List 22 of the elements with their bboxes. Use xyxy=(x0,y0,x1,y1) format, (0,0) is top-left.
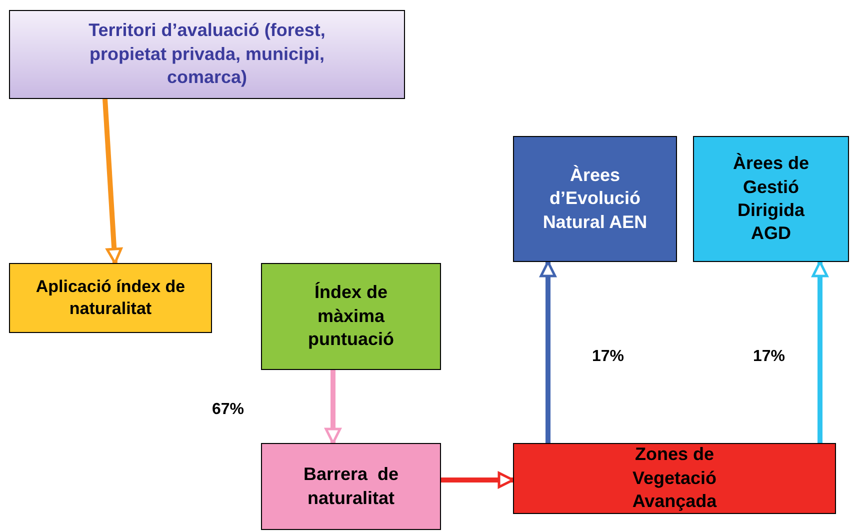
process-box xyxy=(9,263,212,333)
process-box xyxy=(9,10,405,99)
arrow xyxy=(812,260,828,443)
percentage-label: 67% xyxy=(212,400,244,420)
node-text: Àrees de Gestió Dirigida AGD xyxy=(732,152,810,246)
node-text: Àrees d’Evolució Natural AEN xyxy=(542,164,648,234)
process-box xyxy=(513,443,836,514)
node-text: Barrera de naturalitat xyxy=(302,463,400,510)
percentage-label: 17% xyxy=(753,347,786,367)
process-box xyxy=(261,263,441,370)
arrow xyxy=(102,98,122,264)
node-text: Índex de màxima puntuació xyxy=(307,281,395,352)
node-text: Territori d’avaluació (forest, propietat privada, municipi, comarca) xyxy=(88,19,326,90)
process-box xyxy=(693,136,849,262)
arrow xyxy=(441,472,514,488)
process-box xyxy=(513,136,677,262)
arrow xyxy=(540,260,556,443)
percentage-label: 17% xyxy=(592,347,624,367)
node-text: Aplicació índex de naturalitat xyxy=(34,276,186,320)
arrow xyxy=(324,370,342,444)
node-text: Zones de Vegetació Avançada xyxy=(631,443,718,514)
process-box xyxy=(261,443,441,530)
